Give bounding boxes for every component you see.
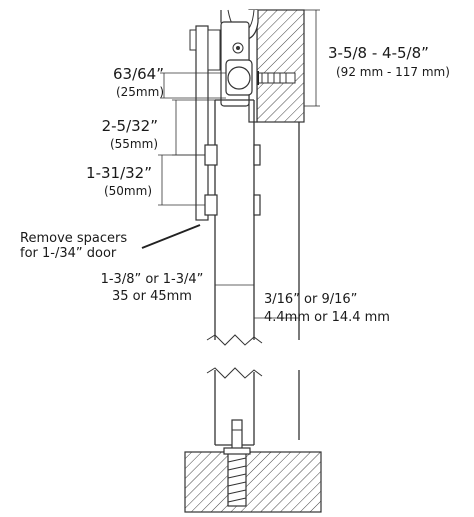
wall-lag-bolt — [252, 71, 296, 85]
bolt-drop-mm: (25mm) — [115, 85, 164, 99]
spacer-note-line1: Remove spacers — [20, 231, 128, 246]
wall-clearance-mm: 4.4mm or 14.4 mm — [264, 310, 390, 325]
dim-bolt-drop — [160, 72, 226, 99]
wall-clearance-inches: 3/16” or 9/16” — [264, 292, 358, 307]
dim-wall-depth — [304, 9, 320, 107]
wall-header — [256, 9, 305, 123]
spacer-span-mm: (50mm) — [103, 184, 152, 198]
floor-anchor — [223, 447, 251, 507]
strap-back-plate — [195, 25, 209, 221]
dim-spacer-span — [158, 154, 205, 206]
wall-depth-mm: (92 mm - 117 mm) — [336, 65, 450, 79]
spacer-lower — [204, 194, 261, 216]
floor-block — [184, 451, 322, 513]
spacer-note-line2: for 1-/34” door — [20, 246, 117, 261]
wall-depth-inches: 3-5/8 - 4-5/8” — [328, 44, 429, 62]
bolt-drop-inches: 63/64” — [113, 65, 164, 83]
spacer-upper — [204, 144, 261, 166]
hanger-bolt — [225, 59, 253, 96]
door-thickness-inches: 1-3/8” or 1-3/4” — [100, 272, 204, 287]
floor-guide-pin — [231, 419, 243, 451]
door-upper — [206, 99, 263, 346]
door-thickness-mm: 35 or 45mm — [112, 289, 192, 304]
spacer-span-inches: 1-31/32” — [86, 164, 152, 182]
spacer-leader — [141, 224, 201, 249]
upper-gap-mm: (55mm) — [109, 137, 158, 151]
upper-gap-inches: 2-5/32” — [101, 117, 158, 135]
